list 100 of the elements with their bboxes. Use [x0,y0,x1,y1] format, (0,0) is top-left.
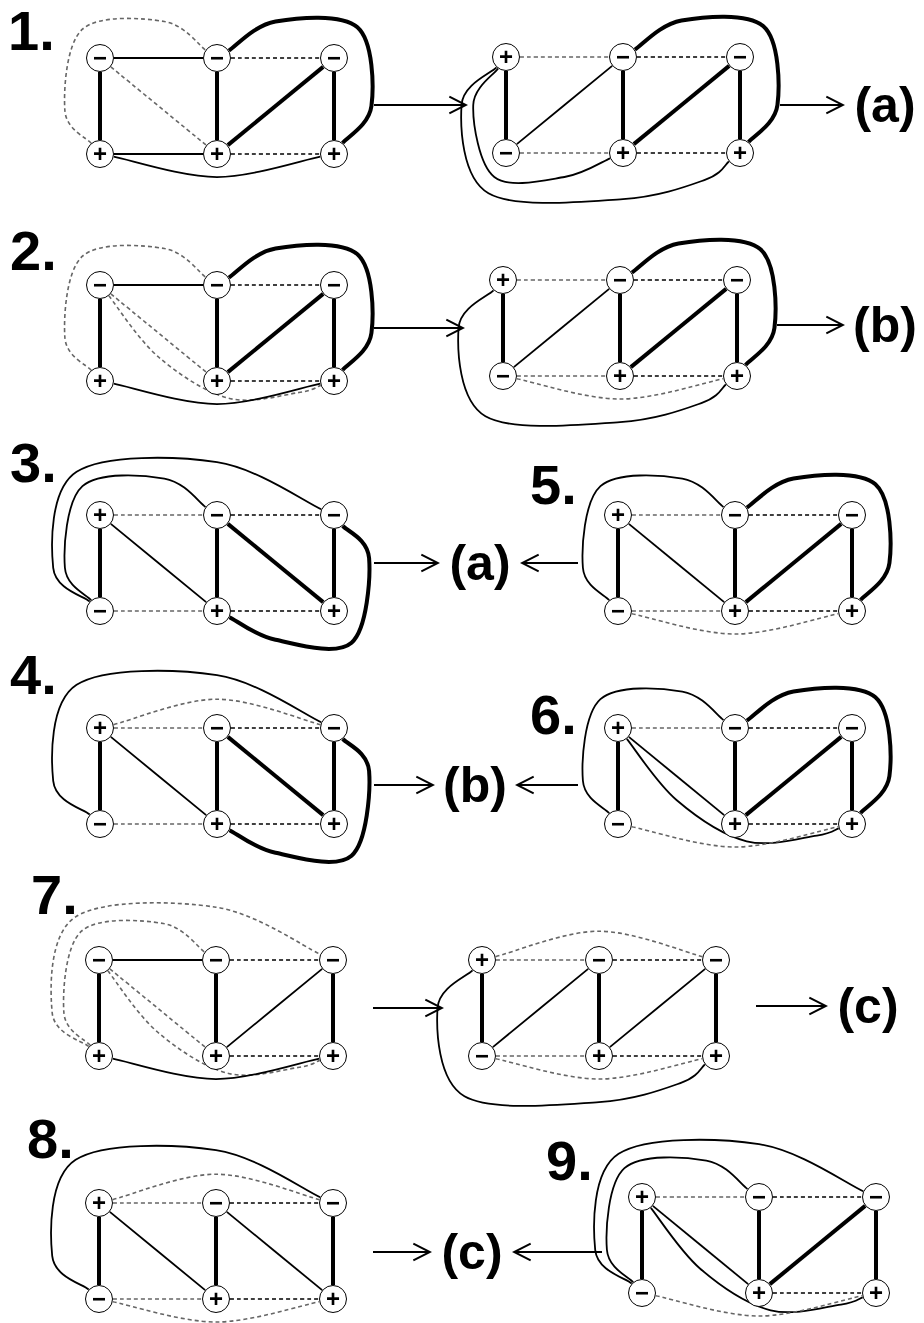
vertex-circle: + [86,714,114,742]
graph-edge [226,65,325,147]
vertex-circle: + [85,1042,113,1070]
graph-edge [229,959,320,961]
graph-edge [738,71,742,139]
graph-edge [616,742,620,810]
graph-edge [113,284,204,286]
graph-edge [63,17,207,144]
vertex-circle: − [203,501,231,529]
graph-number: 9. [546,1133,593,1189]
vertex-circle: − [609,43,637,71]
vertex-circle: + [723,362,751,390]
graph-edge [733,742,737,810]
graph-edge [112,1298,203,1300]
graph-edge [850,529,854,597]
graph-edge [495,959,586,961]
vertex-circle: + [203,367,231,395]
graph-edge [97,974,101,1042]
graph-edge [113,57,204,59]
graph-edge [631,514,722,516]
graph-edge [98,742,102,810]
graph-edge [651,1205,750,1285]
graph-edge [630,237,778,367]
graph-edge [50,1144,322,1291]
graph-edge [230,57,321,59]
graph-number: 5. [530,457,577,513]
graph-edge [109,968,206,1048]
vertex-circle: + [86,501,114,529]
vertex-circle: − [726,43,754,71]
graph-edge [515,64,614,145]
graph-edge [748,727,839,729]
vertex-circle: − [85,1285,113,1313]
vertex-circle: + [320,810,348,838]
vertex-circle: − [606,266,634,294]
vertex-circle: − [838,501,866,529]
vertex-circle: + [320,367,348,395]
graph-edge [113,610,204,612]
graph-edge [214,1217,218,1285]
graph-edge [612,1055,703,1057]
result-label: (a) [843,75,924,135]
vertex-circle: + [604,714,632,742]
graph-edge [631,610,722,612]
graph-edge [757,1211,761,1279]
arrow [780,95,844,115]
graph-edge [229,1202,320,1204]
graph-edge [618,294,622,362]
arrow [374,318,464,338]
graph-edge [215,299,219,367]
vertex-circle: − [489,362,517,390]
vertex-circle: + [721,597,749,625]
graph-edge [519,152,610,154]
vertex-circle: + [202,1285,230,1313]
graph-edge [228,737,372,864]
graph-edge [636,56,727,58]
graph-edge [112,382,322,405]
vertex-circle: + [721,810,749,838]
vertex-circle: + [604,501,632,529]
graph-edge [110,293,207,373]
result-label: (c) [430,1222,514,1282]
graph-edge [516,279,607,281]
graph-edge [230,727,321,729]
graph-edge [229,1298,320,1300]
vertex-circle: − [85,946,113,974]
result-label: (a) [438,533,522,593]
vertex-circle: + [609,139,637,167]
graph-edge [51,669,323,816]
graph-edge [62,919,206,1046]
graph-edge [215,72,219,140]
vertex-circle: − [468,1042,496,1070]
graph-edge [111,1173,321,1201]
graph-number: 1. [8,3,55,59]
arrow [373,998,443,1018]
graph-edge [581,687,725,815]
vertex-circle: − [721,501,749,529]
vertex-circle: − [203,714,231,742]
graph-edge [113,514,204,516]
vertex-circle: − [604,597,632,625]
arrow [516,775,578,795]
vertex-circle: − [492,139,520,167]
graph-edge [225,1211,324,1291]
graph-edge [109,736,208,816]
graph-edge [627,736,726,816]
vertex-circle: + [86,140,114,168]
arrow [521,553,578,573]
graph-edge [735,294,739,362]
graph-edge [113,823,204,825]
graph-edge [226,735,325,817]
vertex-circle: − [86,810,114,838]
graph-number: 6. [530,687,577,743]
vertex-circle: + [202,1042,230,1070]
graph-edge [627,523,726,603]
vertex-circle: − [745,1183,773,1211]
result-label: (c) [826,976,910,1036]
vertex-circle: + [320,597,348,625]
graph-edge [472,67,611,184]
graph-edge [112,1202,203,1204]
vertex-circle: + [203,810,231,838]
graph-edge [332,742,336,810]
graph-edge [616,529,620,597]
graph-edge [581,474,725,602]
